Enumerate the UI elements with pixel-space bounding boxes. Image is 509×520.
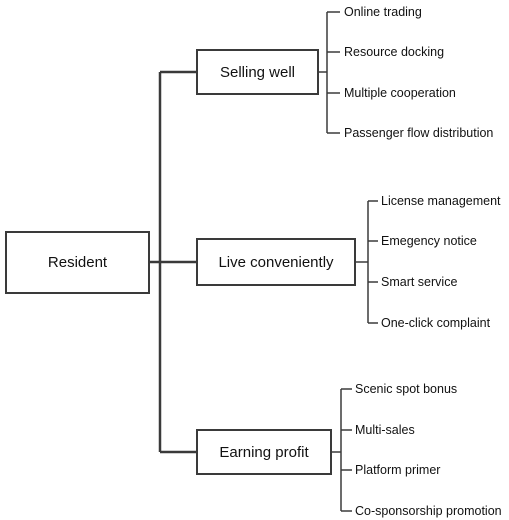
branch-node-live-conveniently: Live conveniently xyxy=(196,238,356,286)
leaf-scenic-spot-bonus: Scenic spot bonus xyxy=(355,382,458,396)
leaf-smart-service: Smart service xyxy=(381,275,458,289)
branch-node-selling-well: Selling well xyxy=(196,49,319,95)
leaf-emegency-notice: Emegency notice xyxy=(381,234,477,248)
leaf-multiple-cooperation: Multiple cooperation xyxy=(344,86,456,100)
leaf-one-click-complaint: One-click complaint xyxy=(381,316,491,330)
leaf-platform-primer: Platform primer xyxy=(355,463,441,477)
branch-node-label: Live conveniently xyxy=(218,253,334,271)
root-node-label: Resident xyxy=(47,254,108,271)
leaf-online-trading: Online trading xyxy=(344,5,422,19)
leaf-license-management: License management xyxy=(381,194,501,208)
root-node: Resident xyxy=(5,231,150,294)
leaf-resource-docking: Resource docking xyxy=(344,45,445,59)
leaf-multi-sales: Multi-sales xyxy=(355,423,415,437)
branch-node-earning-profit: Earning profit xyxy=(196,429,332,475)
leaf-passenger-flow-distribution: Passenger flow distribution xyxy=(344,126,494,140)
branch-node-label: Earning profit xyxy=(219,443,309,461)
leaf-co-sponsorship-promotion: Co-sponsorship promotion xyxy=(355,504,502,518)
branch-node-label: Selling well xyxy=(219,63,296,81)
